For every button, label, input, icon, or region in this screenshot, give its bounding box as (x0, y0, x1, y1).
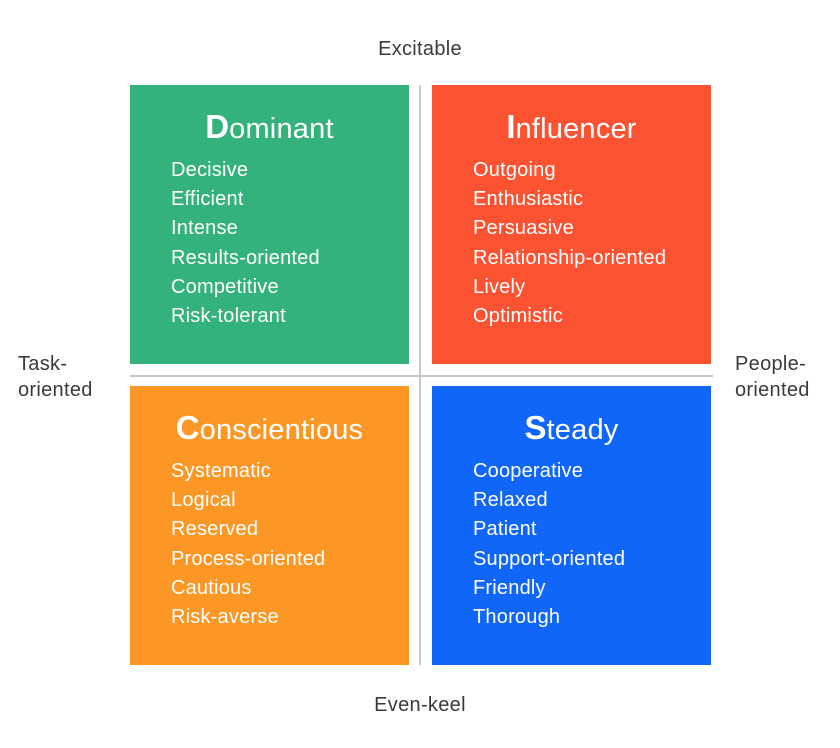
quadrant-initial-influencer: I (506, 108, 516, 145)
trait-list-dominant: Decisive Efficient Intense Results-orien… (171, 156, 320, 331)
quadrant-steady: Steady Cooperative Relaxed Patient Suppo… (432, 386, 711, 665)
trait-item: Thorough (473, 606, 561, 629)
quadrant-title-rest-conscientious: onscientious (199, 414, 364, 446)
quadrant-title-rest-influencer: nfluencer (515, 113, 637, 145)
trait-list-steady: Cooperative Relaxed Patient Support-orie… (473, 457, 625, 632)
trait-item: Results-oriented (171, 246, 320, 269)
trait-item: Cooperative (473, 460, 584, 482)
trait-item: Enthusiastic (473, 188, 584, 211)
axis-label-people-oriented: People- oriented (735, 353, 810, 401)
quadrant-initial-steady: S (524, 409, 547, 446)
axis-label-even-keel: Even-keel (374, 694, 466, 716)
trait-item: Optimistic (473, 305, 563, 328)
trait-item: Support-oriented (473, 547, 626, 570)
quadrant-dominant: Dominant Decisive Efficient Intense Resu… (130, 85, 409, 364)
quadrant-influencer: Influencer Outgoing Enthusiastic Persuas… (432, 85, 711, 364)
trait-list-conscientious: Systematic Logical Reserved Process-orie… (171, 457, 325, 632)
trait-item: Efficient (171, 188, 244, 211)
trait-item: Systematic (171, 460, 271, 482)
quadrant-title-dominant: Dominant (130, 109, 409, 147)
trait-item: Patient (473, 518, 537, 541)
trait-item: Logical (171, 489, 236, 512)
trait-item: Friendly (473, 576, 546, 599)
trait-item: Relationship-oriented (473, 246, 667, 269)
quadrant-conscientious: Conscientious Systematic Logical Reserve… (130, 386, 409, 665)
trait-item: Relaxed (473, 489, 548, 512)
trait-item: Competitive (171, 275, 279, 298)
quadrant-initial-dominant: D (205, 108, 230, 145)
trait-item: Process-oriented (171, 547, 326, 570)
quadrant-title-steady: Steady (432, 410, 711, 448)
quadrant-title-rest-steady: teady (546, 414, 619, 446)
trait-item: Risk-averse (171, 606, 279, 629)
axis-label-excitable: Excitable (378, 38, 462, 60)
horizontal-axis-divider (130, 375, 713, 377)
trait-item: Risk-tolerant (171, 305, 286, 328)
quadrant-title-rest-dominant: ominant (229, 113, 334, 145)
quadrant-title-influencer: Influencer (432, 109, 711, 147)
trait-item: Intense (171, 217, 239, 240)
trait-item: Outgoing (473, 159, 556, 181)
trait-item: Reserved (171, 518, 259, 541)
quadrant-initial-conscientious: C (175, 409, 200, 446)
axis-label-task-oriented: Task- oriented (18, 353, 93, 401)
quadrant-title-conscientious: Conscientious (130, 410, 409, 448)
trait-list-influencer: Outgoing Enthusiastic Persuasive Relatio… (473, 156, 666, 331)
trait-item: Persuasive (473, 217, 574, 240)
trait-item: Lively (473, 275, 526, 298)
trait-item: Decisive (171, 159, 249, 181)
trait-item: Cautious (171, 576, 252, 599)
